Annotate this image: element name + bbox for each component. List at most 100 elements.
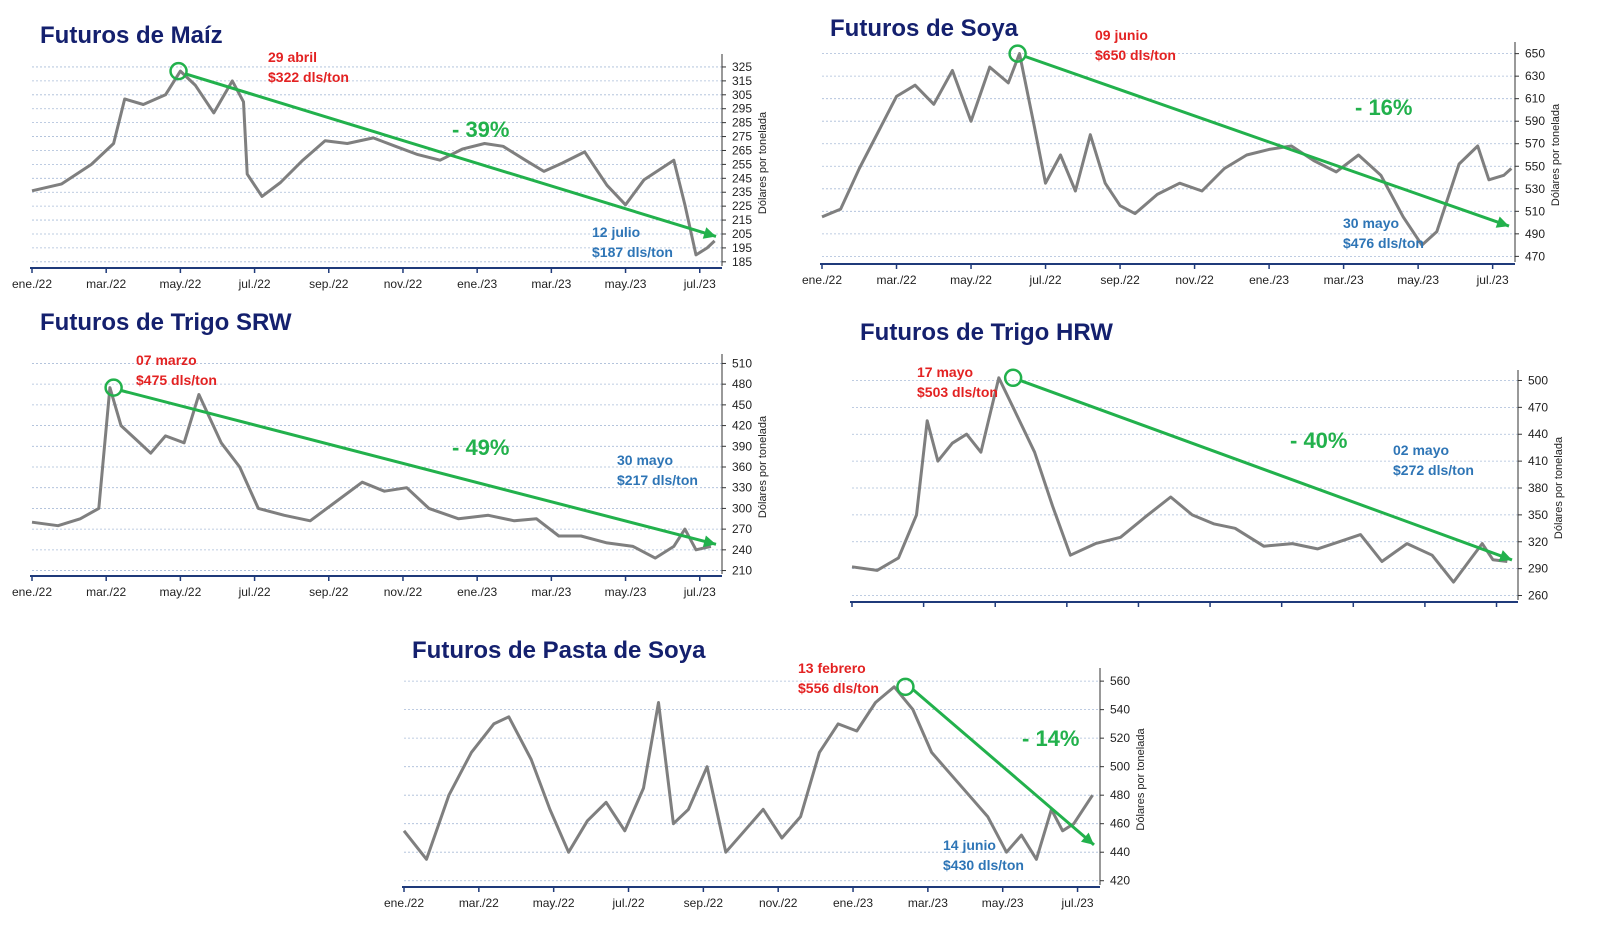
chart-svg: Futuros de Soya4704905105305505705906106… <box>802 15 1562 287</box>
peak-annotation: 17 mayo$503 dls/ton <box>917 364 998 400</box>
chart-svg: Futuros de Pasta de Soya4204404604805005… <box>384 637 1147 910</box>
chart-title: Futuros de Pasta de Soya <box>412 637 706 664</box>
x-tick-label: sep./22 <box>684 896 724 910</box>
x-tick-label: ene./23 <box>457 277 497 291</box>
trough-annotation: 02 mayo$272 dls/ton <box>1393 442 1474 478</box>
y-tick-label: 330 <box>732 481 752 495</box>
chart-title: Futuros de Soya <box>830 15 1019 42</box>
y-tick-label: 185 <box>732 255 752 269</box>
change-percent-label: - 49% <box>452 435 509 460</box>
x-tick-label: jul./23 <box>1476 273 1509 287</box>
series-line <box>821 52 1513 247</box>
y-tick-label: 325 <box>732 60 752 74</box>
series-line <box>31 386 712 560</box>
trend-arrow-head <box>1080 832 1094 845</box>
change-percent-label: - 16% <box>1355 95 1412 120</box>
y-tick-label: 260 <box>1528 589 1548 603</box>
x-tick-label: ene./23 <box>833 896 873 910</box>
x-tick-label: may./23 <box>605 277 647 291</box>
y-tick-label: 540 <box>1110 703 1130 717</box>
x-tick-label: ene./22 <box>384 896 424 910</box>
trend-arrow <box>121 389 717 546</box>
y-axis-label: Dólares por tonelada <box>1135 728 1147 831</box>
x-tick-label: jul./23 <box>683 585 716 599</box>
y-tick-label: 610 <box>1525 92 1545 106</box>
y-tick-label: 285 <box>732 116 752 130</box>
x-tick-label: may./23 <box>605 585 647 599</box>
peak-marker <box>1003 368 1023 388</box>
peak-marker <box>169 61 188 81</box>
y-tick-label: 510 <box>732 356 752 370</box>
y-tick-label: 360 <box>732 460 752 474</box>
x-tick-label: mar./23 <box>531 277 571 291</box>
y-tick-label: 650 <box>1525 47 1545 61</box>
peak-annotation: 07 marzo$475 dls/ton <box>136 352 217 388</box>
x-tick-label: may./23 <box>1397 273 1439 287</box>
change-percent-label: - 39% <box>452 117 509 142</box>
peak-annotation: 13 febrero$556 dls/ton <box>798 660 879 696</box>
y-tick-label: 480 <box>732 377 752 391</box>
chart-title: Futuros de Trigo SRW <box>40 309 292 336</box>
y-tick-label: 500 <box>1528 373 1548 387</box>
x-tick-label: mar./22 <box>877 273 917 287</box>
x-tick-label: mar./22 <box>86 277 126 291</box>
chart-svg: Futuros de Maíz1851952052152252352452552… <box>12 22 769 291</box>
x-tick-label: may./22 <box>533 896 575 910</box>
y-axis-label: Dólares por tonelada <box>757 111 769 214</box>
y-tick-label: 420 <box>1110 874 1130 888</box>
peak-annotation: 29 abril$322 dls/ton <box>268 49 349 85</box>
x-tick-label: ene./22 <box>12 277 52 291</box>
y-tick-label: 295 <box>732 102 752 116</box>
y-tick-label: 570 <box>1525 137 1545 151</box>
y-tick-label: 560 <box>1110 674 1130 688</box>
trend-arrow <box>186 72 717 238</box>
x-tick-label: mar./22 <box>86 585 126 599</box>
y-tick-label: 450 <box>732 398 752 412</box>
y-axis-label: Dólares por tonelada <box>1550 103 1562 206</box>
x-tick-label: sep./22 <box>1100 273 1140 287</box>
y-tick-label: 500 <box>1110 760 1130 774</box>
peak-annotation: 09 junio$650 dls/ton <box>1095 27 1176 63</box>
y-tick-label: 380 <box>1528 481 1548 495</box>
x-tick-label: ene./22 <box>12 585 52 599</box>
y-tick-label: 255 <box>732 157 752 171</box>
trough-annotation: 12 julio$187 dls/ton <box>592 224 673 260</box>
y-axis-label: Dólares por tonelada <box>1553 436 1565 539</box>
y-tick-label: 305 <box>732 88 752 102</box>
x-tick-label: nov./22 <box>1175 273 1214 287</box>
y-tick-label: 550 <box>1525 159 1545 173</box>
x-tick-label: may./22 <box>950 273 992 287</box>
chart-title: Futuros de Maíz <box>40 22 223 49</box>
x-tick-label: may./22 <box>159 277 201 291</box>
x-tick-label: mar./23 <box>1324 273 1364 287</box>
y-tick-label: 290 <box>1528 562 1548 576</box>
y-tick-label: 225 <box>732 199 752 213</box>
peak-marker <box>1008 44 1027 63</box>
chart-svg: Futuros de Trigo HRW26029032035038041044… <box>832 319 1565 625</box>
trend-arrow-head <box>1498 550 1512 562</box>
trend-arrow <box>1025 55 1510 228</box>
y-tick-label: 390 <box>732 439 752 453</box>
y-tick-label: 235 <box>732 185 752 199</box>
peak-marker <box>896 677 915 697</box>
y-tick-label: 470 <box>1528 400 1548 414</box>
trend-arrow-head <box>702 535 716 548</box>
y-tick-label: 530 <box>1525 182 1545 196</box>
y-tick-label: 215 <box>732 213 752 227</box>
chart-title: Futuros de Trigo HRW <box>860 319 1113 346</box>
y-tick-label: 315 <box>732 74 752 88</box>
x-tick-label: sep./22 <box>309 585 349 599</box>
trend-arrow-head <box>1495 216 1509 228</box>
y-tick-label: 195 <box>732 241 752 255</box>
x-tick-label: jul./23 <box>683 277 716 291</box>
x-tick-label: jul./22 <box>612 896 645 910</box>
y-tick-label: 510 <box>1525 204 1545 218</box>
series-line <box>402 685 1094 861</box>
trend-arrow-head <box>702 227 716 239</box>
x-tick-label: mar./23 <box>908 896 948 910</box>
y-tick-label: 275 <box>732 130 752 144</box>
y-tick-label: 630 <box>1525 69 1545 83</box>
x-tick-label: nov./22 <box>384 277 423 291</box>
